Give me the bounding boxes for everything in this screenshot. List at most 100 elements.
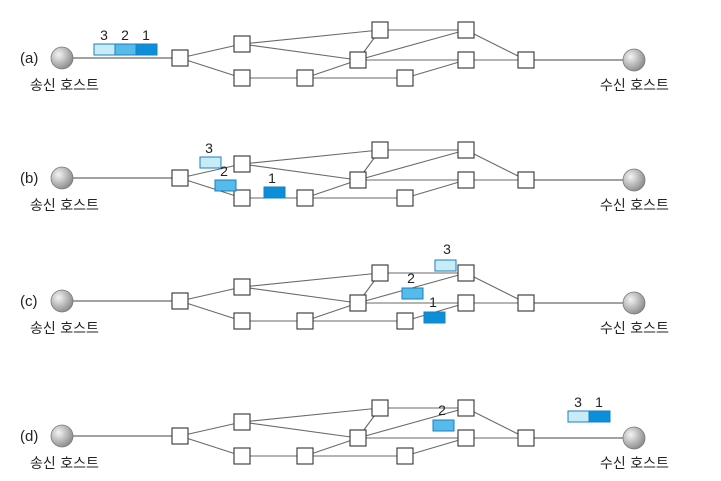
network-link xyxy=(404,179,467,199)
router-node xyxy=(457,171,475,189)
network-link xyxy=(304,302,359,322)
network-link xyxy=(304,59,359,79)
packet-2 xyxy=(114,43,137,56)
packet-label-1: 1 xyxy=(429,294,437,310)
network-link xyxy=(241,407,381,423)
network-link xyxy=(179,43,243,59)
router-node xyxy=(517,294,535,312)
packet-label-3: 3 xyxy=(205,140,213,156)
router-node xyxy=(396,189,414,207)
network-link xyxy=(465,407,527,439)
router-node xyxy=(396,69,414,87)
router-node xyxy=(371,21,389,39)
router-node xyxy=(296,312,314,330)
network-link xyxy=(241,29,381,45)
network-link xyxy=(241,149,381,165)
router-node xyxy=(517,171,535,189)
row-label: (c) xyxy=(20,293,38,310)
network-link xyxy=(357,407,467,439)
sender-host-icon xyxy=(50,46,74,70)
packet-label-2: 2 xyxy=(220,163,228,179)
router-node xyxy=(457,264,475,282)
router-node xyxy=(349,294,367,312)
network-link xyxy=(241,43,359,61)
packet-1 xyxy=(135,43,158,56)
receiver-host-icon xyxy=(622,291,646,315)
router-node xyxy=(296,189,314,207)
network-link xyxy=(404,59,467,79)
receiver-host-icon xyxy=(622,48,646,72)
network-link xyxy=(465,149,527,181)
packet-1 xyxy=(263,186,286,199)
packet-1 xyxy=(588,410,611,423)
router-node xyxy=(371,141,389,159)
receiver-host-icon xyxy=(622,426,646,450)
sender-host-label: 송신 호스트 xyxy=(30,78,99,94)
router-node xyxy=(171,292,189,310)
sender-host-label: 송신 호스트 xyxy=(30,321,99,337)
router-node xyxy=(349,51,367,69)
packet-label-3: 3 xyxy=(100,27,108,43)
router-node xyxy=(457,429,475,447)
packet-label-2: 2 xyxy=(121,27,129,43)
network-link xyxy=(357,149,467,181)
packet-label-3: 3 xyxy=(443,241,451,257)
router-node xyxy=(233,278,251,296)
packet-label-3: 3 xyxy=(574,394,582,410)
router-node xyxy=(457,141,475,159)
router-node xyxy=(349,171,367,189)
network-link xyxy=(241,421,359,439)
packet-3 xyxy=(93,43,116,56)
network-link xyxy=(465,272,527,304)
network-link xyxy=(179,177,243,199)
packet-label-1: 1 xyxy=(142,27,150,43)
network-link xyxy=(179,57,243,79)
receiver-host-label: 수신 호스트 xyxy=(600,78,669,94)
network-link xyxy=(304,179,359,199)
network-link xyxy=(304,437,359,457)
receiver-host-label: 수신 호스트 xyxy=(600,321,669,337)
router-node xyxy=(233,69,251,87)
router-node xyxy=(457,399,475,417)
packet-label-2: 2 xyxy=(407,270,415,286)
packet-2 xyxy=(432,419,455,432)
network-link xyxy=(404,437,467,457)
router-node xyxy=(457,21,475,39)
receiver-host-icon xyxy=(622,168,646,192)
router-node xyxy=(296,447,314,465)
network-link xyxy=(241,163,359,181)
network-link xyxy=(179,300,243,322)
network-link xyxy=(179,421,243,437)
router-node xyxy=(233,35,251,53)
router-node xyxy=(396,447,414,465)
router-node xyxy=(517,51,535,69)
router-node xyxy=(349,429,367,447)
network-link xyxy=(179,435,243,457)
router-node xyxy=(517,429,535,447)
row-label: (d) xyxy=(20,428,38,445)
network-row: (c) 송신 호스트 수신 호스트 3 21 xyxy=(20,241,669,337)
network-link xyxy=(179,286,243,302)
router-node xyxy=(296,69,314,87)
packet-3 xyxy=(567,410,590,423)
network-link xyxy=(179,163,243,179)
receiver-host-label: 수신 호스트 xyxy=(600,456,669,472)
network-link xyxy=(241,286,359,304)
row-label: (b) xyxy=(20,170,38,187)
router-node xyxy=(233,189,251,207)
packet-2 xyxy=(214,179,237,192)
router-node xyxy=(457,294,475,312)
router-node xyxy=(371,264,389,282)
router-node xyxy=(371,399,389,417)
router-node xyxy=(233,312,251,330)
packet-3 xyxy=(199,156,222,169)
router-node xyxy=(233,155,251,173)
packet-3 xyxy=(434,259,457,272)
network-link xyxy=(241,272,381,288)
network-link xyxy=(465,29,527,61)
router-node xyxy=(396,312,414,330)
